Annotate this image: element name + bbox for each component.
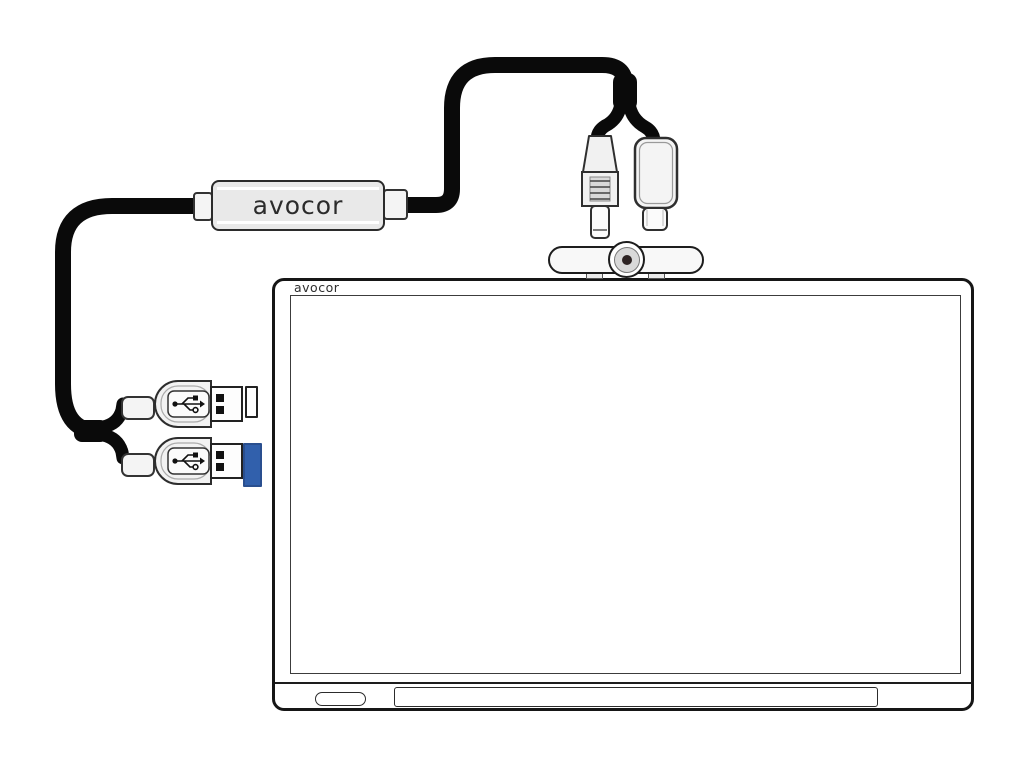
- usb2-port-tongue: [245, 386, 258, 418]
- adapter-body: [211, 180, 385, 231]
- cable-splitter-sleeve-left: [74, 420, 108, 442]
- usbc-body: [633, 136, 679, 210]
- dc-power-plug: [581, 135, 619, 239]
- adapter-left-plug: [193, 192, 213, 221]
- cable-right: [392, 57, 633, 213]
- usb-trident-icon: [172, 452, 205, 471]
- usb-strain-relief: [121, 396, 155, 420]
- display-screen: [290, 295, 961, 674]
- cable-branch-usbc: [622, 96, 661, 149]
- adapter-right-plug: [383, 189, 408, 220]
- display-brand-label: avocor: [294, 280, 340, 295]
- usbc-body-inner-line: [638, 141, 674, 205]
- dc-plug-grip: [589, 176, 611, 202]
- dc-plug-barrel: [590, 205, 610, 239]
- adapter-groove-bottom: [217, 221, 379, 224]
- usb-trident-icon: [172, 395, 205, 414]
- usb-metal-plug: [210, 386, 243, 422]
- usb3-port-tongue: [243, 443, 262, 487]
- usb-metal-plug: [210, 443, 243, 479]
- dc-plug-grip-ridges: [590, 180, 610, 200]
- usb-strain-relief: [121, 453, 155, 477]
- usbc-plug-tip: [642, 207, 668, 231]
- usb-a-connector-top: [121, 380, 243, 428]
- webcam-lens: [608, 241, 645, 278]
- usb-plug-hole: [216, 451, 224, 459]
- cable-splitter-sleeve-right: [613, 73, 637, 111]
- display-speaker-tray: [394, 687, 878, 707]
- usb-c-connector: [633, 136, 679, 231]
- display-bezel-line: [275, 682, 972, 684]
- usb-a-connector-bottom: [121, 437, 243, 485]
- webcam-lens-pupil: [621, 254, 632, 265]
- dc-plug-neck: [582, 135, 618, 173]
- display-ir-sensor: [315, 692, 366, 706]
- usb-plug-hole: [216, 406, 224, 414]
- adapter-groove-top: [217, 187, 379, 190]
- webcam-lens-ring: [613, 246, 640, 273]
- usb-plug-hole: [216, 394, 224, 402]
- adapter-brand-label: avocor: [252, 191, 344, 220]
- usb-plug-hole: [216, 463, 224, 471]
